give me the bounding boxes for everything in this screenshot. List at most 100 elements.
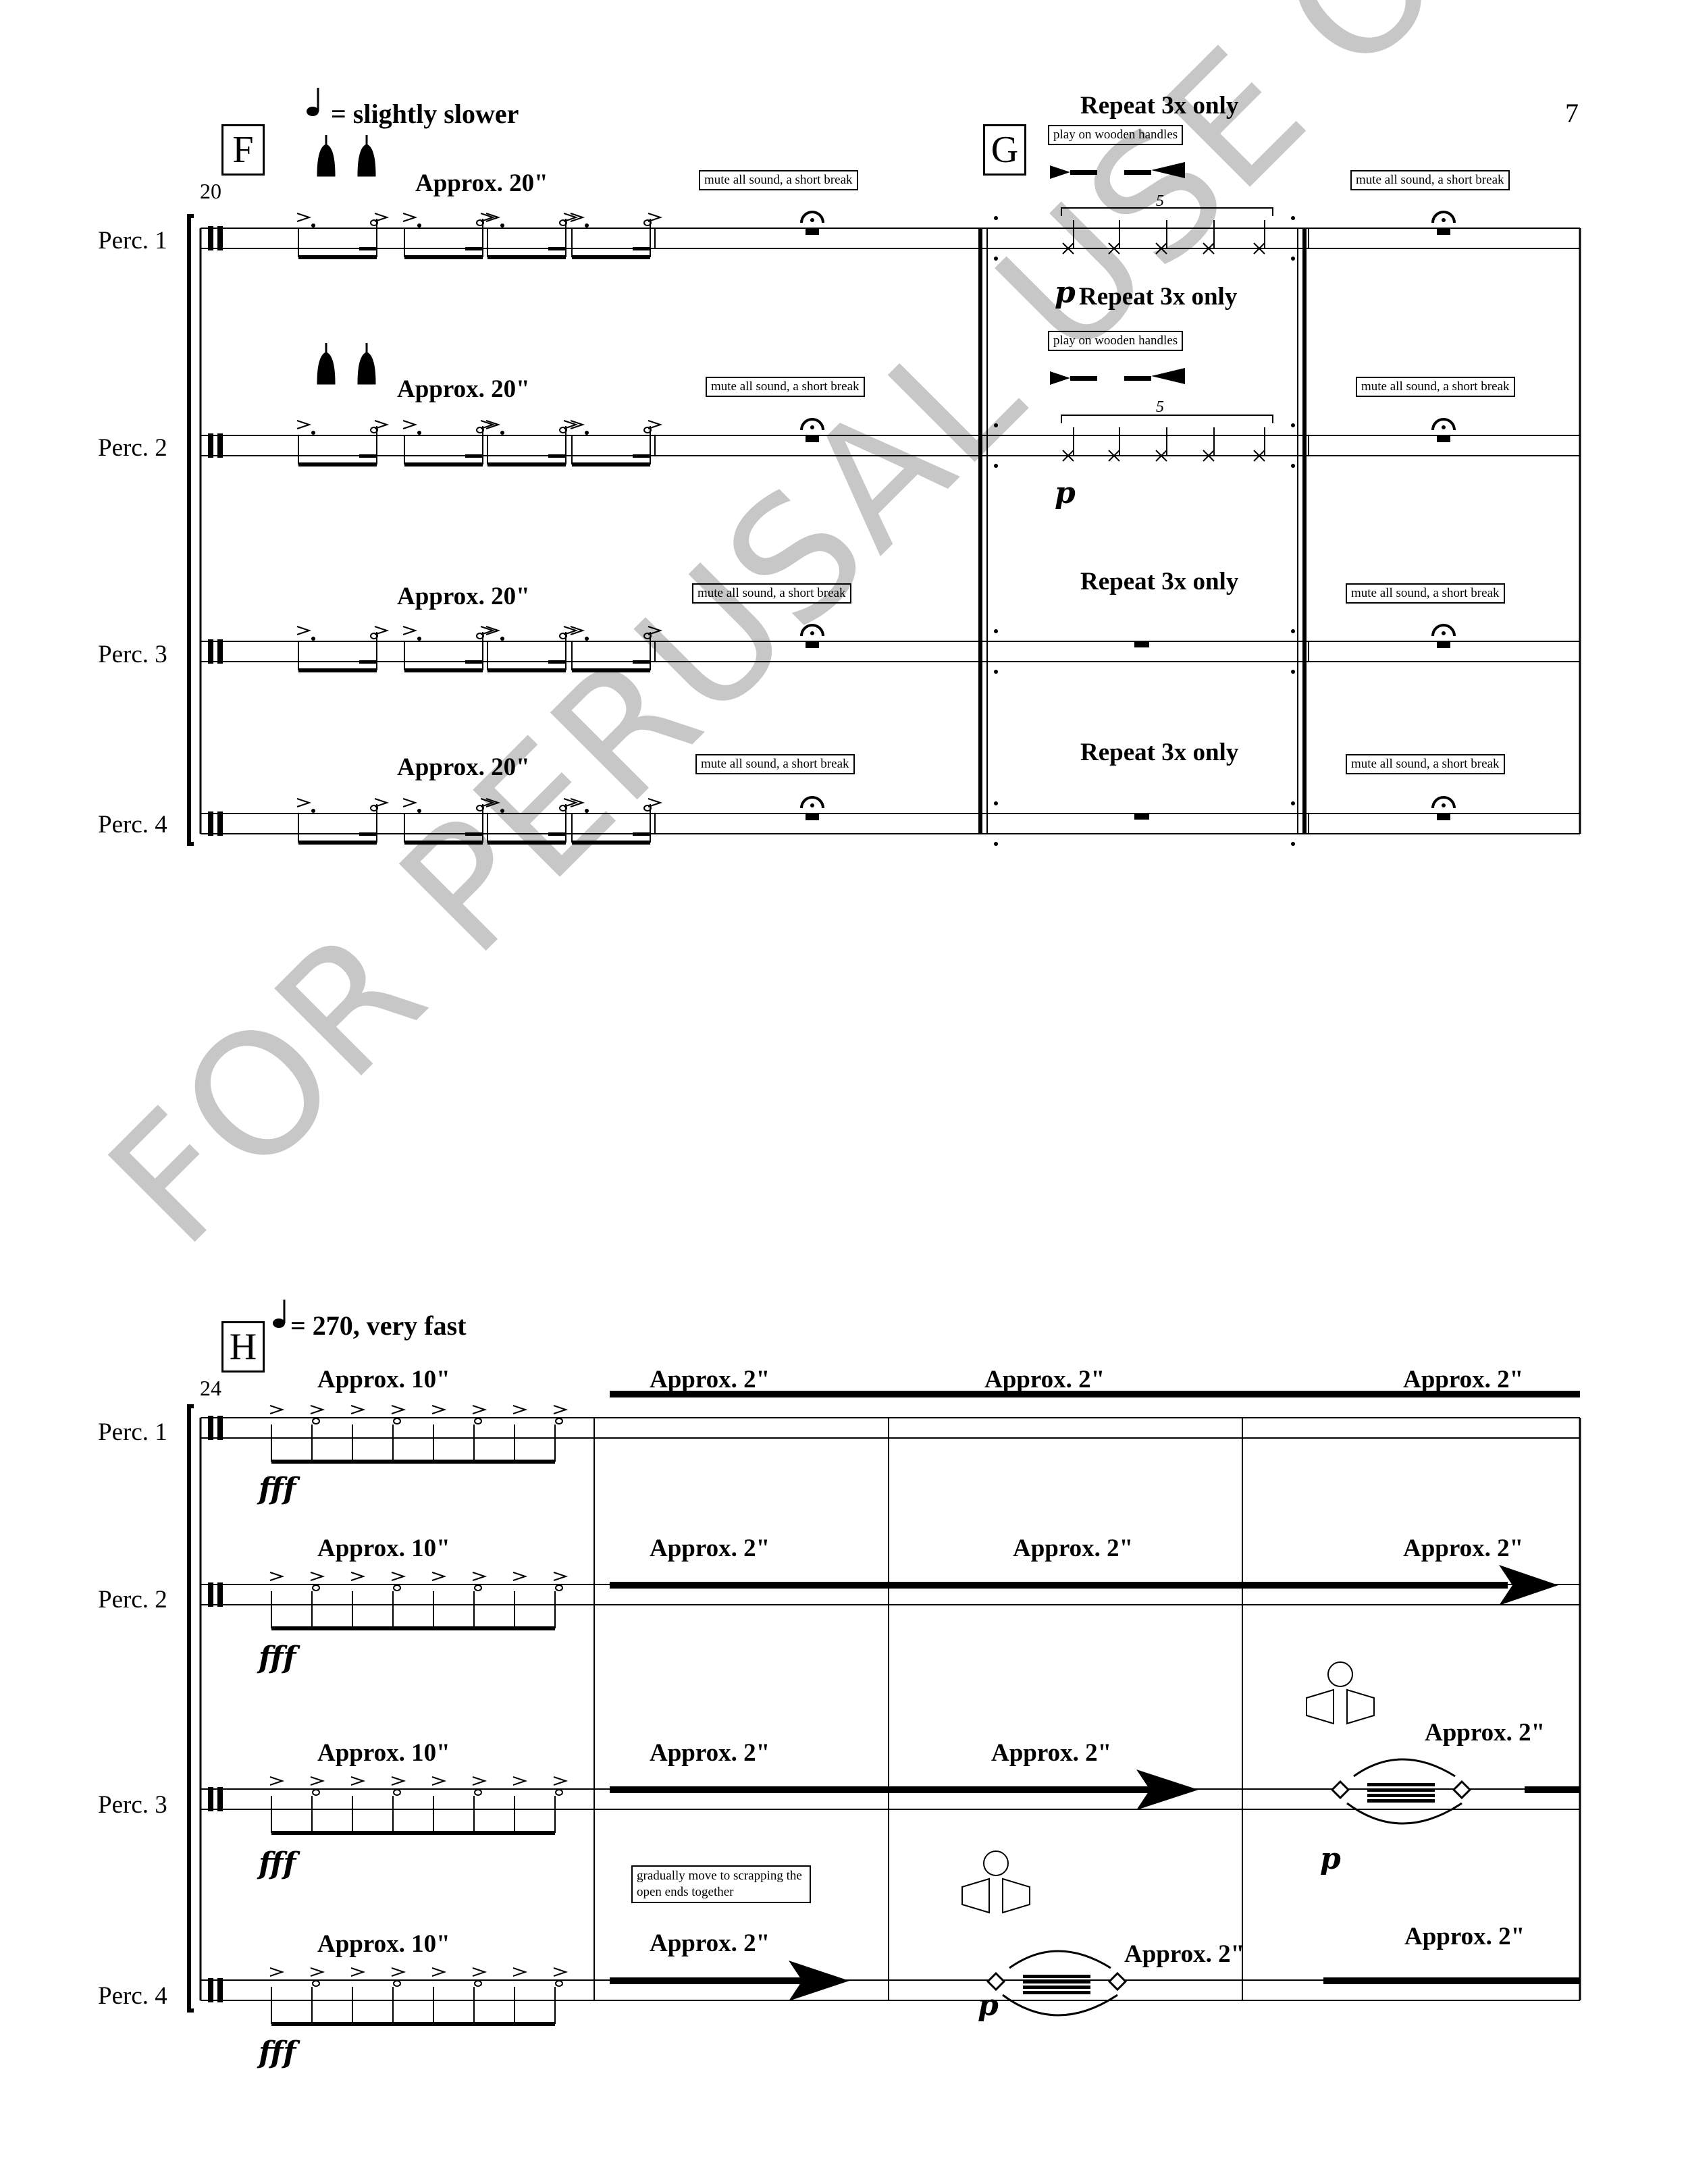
x-notehead (1062, 242, 1074, 255)
accent (553, 1967, 569, 1977)
handbell-icon (317, 135, 336, 177)
diamond-notehead (1107, 1971, 1128, 1992)
whole-rest (1134, 642, 1149, 647)
beam (404, 668, 483, 672)
beam (487, 255, 566, 259)
dynamic-fff: fff (259, 1472, 296, 1506)
accent (310, 1572, 325, 1581)
accent (374, 798, 390, 807)
repeat-instruction: Repeat 3x only (1079, 283, 1238, 311)
beam (465, 660, 483, 664)
repeat-dot (994, 257, 998, 261)
accent (485, 626, 501, 635)
approx-duration: Approx. 20" (397, 375, 530, 403)
duration-line (610, 1582, 1508, 1589)
accent (563, 626, 579, 635)
accent (269, 1776, 285, 1786)
repeat-dot (994, 464, 998, 468)
whole-rest (1134, 814, 1149, 820)
accent (485, 798, 501, 807)
accent (296, 798, 312, 807)
notehead (474, 1584, 482, 1591)
dot (311, 431, 315, 435)
accent (512, 1405, 528, 1414)
fermata (800, 418, 824, 431)
repeat-dot (994, 801, 998, 805)
beam (465, 832, 483, 836)
percussion-clef (208, 1787, 213, 1811)
handbell-icon (357, 135, 376, 177)
wooden-handle-icon (1151, 368, 1185, 384)
notehead (559, 219, 567, 226)
tuplet-bracket (1061, 415, 1273, 423)
notehead (643, 219, 652, 226)
beam (548, 660, 566, 664)
beam (633, 454, 650, 458)
quarter-note (273, 1319, 285, 1328)
system-bracket (187, 214, 194, 846)
dot (311, 809, 315, 813)
cymbal-icon (961, 1877, 1030, 1914)
dynamic-fff: fff (259, 2035, 296, 2070)
dot (500, 431, 504, 435)
handbell-icon (357, 343, 376, 385)
notehead (559, 633, 567, 639)
x-notehead (1155, 242, 1167, 255)
beam (487, 841, 566, 845)
dot (585, 431, 589, 435)
notehead (555, 1980, 563, 1987)
fermata (800, 211, 824, 223)
accent (472, 1572, 487, 1581)
notehead (476, 219, 484, 226)
notehead (476, 633, 484, 639)
accent (431, 1405, 447, 1414)
wooden-handle-icon (1070, 376, 1097, 381)
approx-duration: Approx. 2" (650, 1535, 770, 1562)
accent (391, 1967, 406, 1977)
instrument-label-perc2: Perc. 2 (98, 434, 167, 462)
accent (391, 1776, 406, 1786)
fermata-dot (810, 803, 814, 807)
accent (431, 1572, 447, 1581)
dynamic-fff: fff (259, 1846, 296, 1881)
repeat-dot (994, 629, 998, 633)
accent (553, 1405, 569, 1414)
dot (500, 223, 504, 228)
tremolo-bar (1023, 1980, 1090, 1983)
x-notehead (1062, 450, 1074, 462)
approx-duration: Approx. 2" (1403, 1535, 1524, 1562)
accent (570, 798, 585, 807)
notehead (476, 427, 484, 433)
accent (402, 626, 418, 635)
approx-duration: Approx. 2" (1425, 1719, 1546, 1747)
accent (391, 1405, 406, 1414)
dynamic-p: p (1055, 476, 1076, 510)
mute-instruction: mute all sound, a short break (692, 583, 851, 604)
slur (1353, 1758, 1456, 1778)
wooden-handle-icon (1124, 376, 1151, 381)
accent (563, 213, 579, 222)
percussion-clef (208, 1582, 213, 1607)
scrape-instruction: gradually move to scrapping the open end… (631, 1865, 811, 1903)
mute-instruction: mute all sound, a short break (1346, 583, 1505, 604)
accent (350, 1572, 366, 1581)
repeat-dot (1291, 423, 1295, 427)
x-notehead (1108, 242, 1120, 255)
accent (648, 420, 663, 429)
accent (472, 1776, 487, 1786)
beam (404, 841, 483, 845)
rest (1437, 814, 1450, 820)
rehearsal-mark-F: F (221, 124, 265, 176)
accent (350, 1776, 366, 1786)
notehead (312, 1789, 320, 1796)
rehearsal-mark-G: G (983, 124, 1026, 176)
approx-duration: Approx. 2" (991, 1739, 1112, 1767)
dot (417, 637, 421, 641)
notehead (474, 1980, 482, 1987)
diamond-notehead (1452, 1780, 1472, 1800)
instrument-label-perc4: Perc. 4 (98, 1982, 167, 2010)
fermata-dot (1442, 218, 1446, 222)
beam (572, 255, 650, 259)
approx-duration: Approx. 10" (317, 1535, 450, 1562)
percussion-clef (217, 1582, 223, 1607)
